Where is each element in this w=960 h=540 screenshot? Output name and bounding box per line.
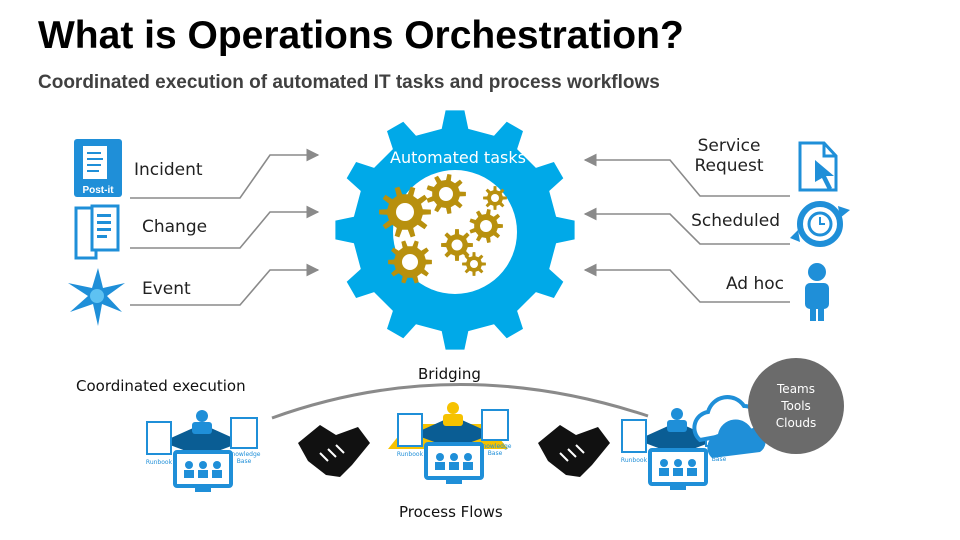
team-member-icon [185,461,193,469]
team-member-icon [688,459,696,467]
knowledge-doc-icon [230,417,258,449]
team-member-icon [464,453,472,461]
knowledge-label: Base [488,450,503,457]
coordinated-execution-label: Coordinated execution [76,377,246,395]
user-body-icon [192,422,212,434]
network-link [162,424,242,457]
ad-hoc-label: Ad hoc [725,274,784,294]
runbook-doc-icon [397,413,423,447]
knowledge-label: Base [712,456,727,463]
team-member-body [687,468,697,476]
team-member-body [673,468,683,476]
runbook-label: Runbook [397,451,424,458]
team-member-body [435,462,445,470]
gold-cog-hole [451,239,463,251]
gold-cog-hole [402,254,418,270]
knowledge-label: Knowledge [479,443,512,450]
page-title: What is Operations Orchestration? [38,14,684,57]
user-head-icon [447,402,459,414]
user-head-icon [671,408,683,420]
starburst-event-icon [68,268,125,326]
team-member-icon [213,461,221,469]
team-member-icon [674,459,682,467]
badge-line-tools: Tools [781,398,811,413]
cloud-icon [692,395,766,458]
handshake-icon [538,425,610,477]
monitor-stand [195,486,211,492]
handshake-icon [298,425,370,477]
knowledge-doc-icon [481,409,509,441]
bridging-arc [271,383,649,420]
change-label: Change [142,217,208,237]
badge-line-teams: Teams [777,381,815,396]
scheduled-arrow [583,207,790,245]
gold-cog-hole [396,203,414,221]
knowledge-label: Base [237,458,252,465]
incident-label: Incident [134,160,203,180]
change-forms-icon [74,204,120,260]
runbook-doc-icon [146,421,172,455]
gold-cog-hole [470,260,478,268]
team-member-icon [450,453,458,461]
team-member-icon [660,459,668,467]
knowledge-label: Knowledge [228,451,261,458]
page-subtitle: Coordinated execution of automated IT ta… [38,72,660,93]
user-body-icon [443,414,463,426]
runbook-label: Runbook [621,457,648,464]
big-gear-icon [335,110,575,350]
network-link [413,416,493,449]
team-member-body [659,468,669,476]
team-member-icon [199,461,207,469]
service-request-label: Service Request [680,136,778,176]
user-body-icon [667,420,687,432]
process-flows-label: Process Flows [399,503,503,521]
team-member-icon [436,453,444,461]
runbook-label: Runbook [146,459,173,466]
event-label: Event [142,279,191,299]
gold-cog-hole [439,187,453,201]
svg-text:Post-it: Post-it [82,185,114,196]
clock-schedule-icon [790,201,850,247]
gold-cog-hole [491,194,499,202]
ad-hoc-arrow [583,263,790,303]
teams-tools-clouds-badge: Teams Tools Clouds [748,358,844,454]
team-member-body [449,462,459,470]
monitor-stand [670,484,686,490]
incident-arrow [130,148,320,199]
team-member-body [184,470,194,478]
service-request-arrow [583,153,790,197]
network-link [637,422,717,455]
team-member-body [212,470,222,478]
post-it-document-icon: Post-it [74,139,122,197]
team-member-body [198,470,208,478]
gold-cog-hole [480,220,492,232]
scheduled-label: Scheduled [691,211,780,231]
event-arrow [130,263,320,306]
badge-line-clouds: Clouds [775,415,817,430]
monitor-stand [446,478,462,484]
runbook-doc-icon [621,419,647,453]
touch-request-icon [798,141,838,192]
person-icon [805,263,829,321]
service-request-line2: Request [694,156,764,176]
gear-label: Automated tasks [390,148,526,167]
change-arrow [130,205,320,249]
user-head-icon [196,410,208,422]
service-request-line1: Service [697,136,761,156]
bridging-label: Bridging [418,365,481,383]
team-member-body [463,462,473,470]
